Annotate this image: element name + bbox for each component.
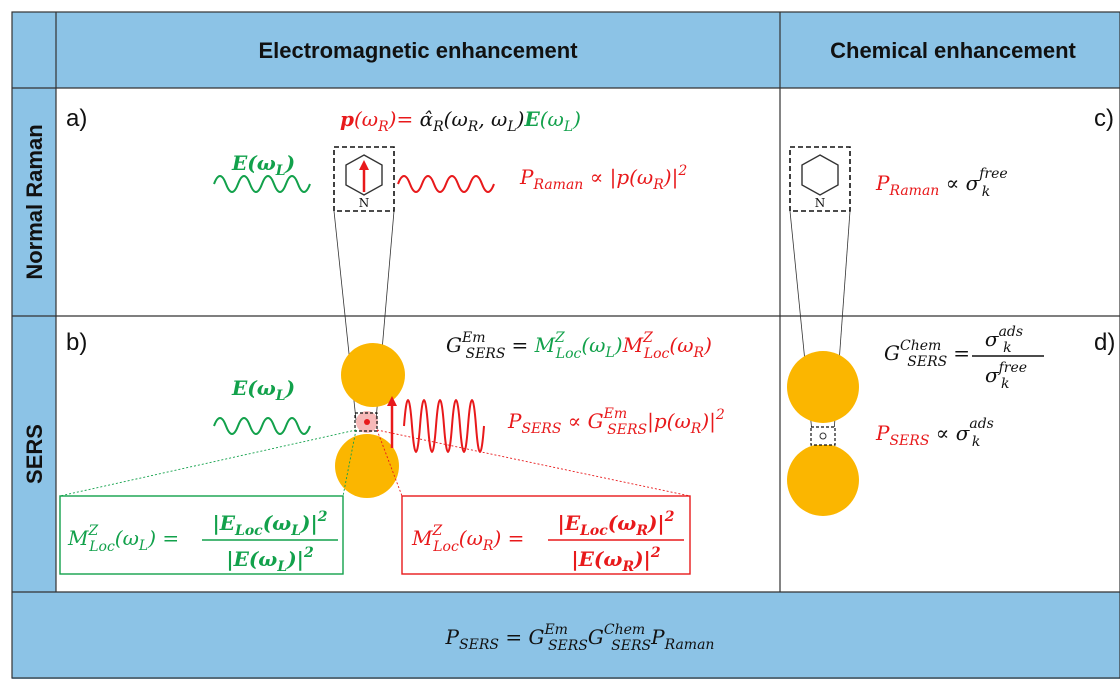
m-loc-l-denominator: |E(ωL)|2 [226,545,314,575]
scattered-wave-a [397,175,495,193]
footer-band [12,592,1120,679]
hotspot-molecule [364,419,370,425]
m-loc-l-box [59,495,344,575]
nanoparticle-bottom-d [787,444,859,516]
nitrogen-label-c: N [815,196,826,210]
header-electromagnetic: Electromagnetic enhancement [258,38,578,63]
panel-label-d: d) [1094,329,1115,356]
panel-label-b: b) [66,329,87,356]
incident-field-label-b: E(ωL) [231,376,295,404]
row-label-sers: SERS [22,424,47,484]
dipole-arrowhead-a [359,160,369,170]
nanoparticle-top-b [341,343,405,407]
header-chemical: Chemical enhancement [830,38,1076,63]
m-loc-l-numerator: |ELoc(ωL)|2 [212,509,327,539]
p-raman-equation: PRaman ∝ |p(ωR)|2 [519,163,687,193]
header-band [12,12,1120,88]
pyridine-ring-c [801,154,839,196]
m-loc-r-denominator: |E(ωR)|2 [571,545,660,575]
zoom-line-green-right [342,429,357,497]
panel-label-a: a) [66,105,87,132]
incident-wave-a [213,175,311,193]
panel-label-c: c) [1094,105,1114,132]
nanoparticle-bottom-b [335,434,399,498]
zoom-line-red-right [376,429,691,497]
pyridine-ring-a [345,154,383,196]
m-loc-r-numerator: |ELoc(ωR)|2 [558,509,675,539]
row-label-band [12,12,56,592]
hotspot-molecule-d [819,432,827,440]
incident-wave-b [213,417,311,435]
dipole-equation: p(ωR)= α̂R(ωR, ωL)E(ωL) [340,107,581,135]
zoom-line-green-left [59,429,357,497]
nanoparticle-top-d [787,351,859,423]
hotspot-box [354,412,378,432]
m-loc-r-box [401,495,691,575]
grid-lines [11,11,1120,679]
sers-arrowhead [387,396,397,406]
sers-wave [403,399,485,453]
incident-field-label-a: E(ωL) [231,151,295,179]
nitrogen-label-a: N [359,196,370,210]
row-label-normal-raman: Normal Raman [22,124,47,279]
molecule-box-c [789,146,851,212]
hotspot-box-d [810,426,836,446]
